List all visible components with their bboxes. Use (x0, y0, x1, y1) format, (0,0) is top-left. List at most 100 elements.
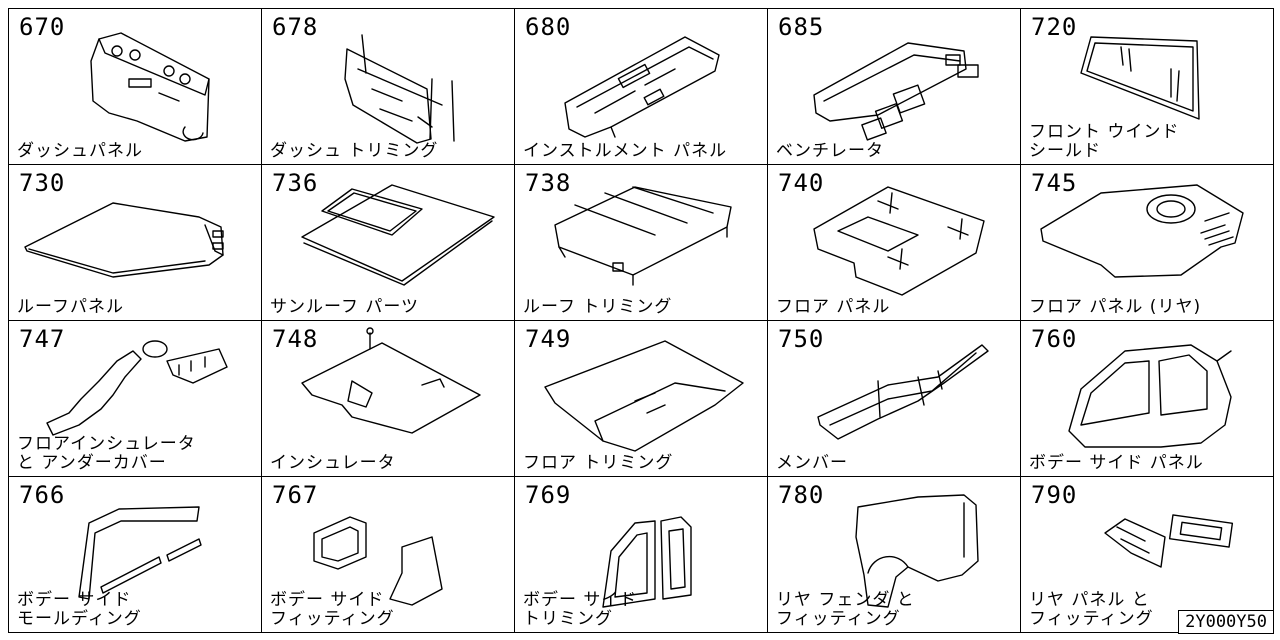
part-cell-769[interactable]: 769 ボデー サイドトリミング (515, 477, 768, 633)
part-label: サンルーフ パーツ (270, 298, 419, 317)
part-label-line: ボデー サイド (270, 590, 385, 610)
part-label-line: フロア パネル (リヤ) (1029, 297, 1202, 317)
part-cell-736[interactable]: 736 サンルーフ パーツ (262, 165, 515, 321)
member-illustration (768, 321, 1020, 476)
part-cell-738[interactable]: 738 ルーフ トリミング (515, 165, 768, 321)
part-label: ルーフ トリミング (523, 298, 672, 317)
roof-panel-illustration (9, 165, 261, 320)
part-cell-720[interactable]: 720 フロント ウインドシールド (1021, 9, 1274, 165)
part-label: ボデー サイドトリミング (523, 591, 637, 629)
part-label-line: フロア パネル (776, 297, 891, 317)
part-cell-767[interactable]: 767 ボデー サイドフィッティング (262, 477, 515, 633)
part-label: フロア パネル (776, 298, 890, 317)
part-code: 738 (525, 169, 572, 197)
part-code: 748 (272, 325, 319, 353)
part-label: ボデー サイドモールディング (17, 591, 142, 629)
windshield-illustration (1021, 9, 1273, 164)
part-label-line: フィッティング (776, 609, 901, 629)
part-label: インストルメント パネル (523, 142, 727, 161)
part-label-line: ダッシュパネル (17, 141, 143, 161)
part-label-line: ボデー サイド (523, 590, 638, 610)
part-code: 747 (19, 325, 66, 353)
part-label-line: リヤ パネル と (1029, 590, 1150, 610)
part-code: 767 (272, 481, 319, 509)
rear-fender-illustration (768, 477, 1020, 632)
part-cell-745[interactable]: 745 フロア パネル (リヤ) (1021, 165, 1274, 321)
dash-trimming-illustration (262, 9, 514, 164)
part-code: 680 (525, 13, 572, 41)
rear-panel-illustration (1021, 477, 1273, 632)
part-label-line: ダッシュ トリミング (270, 141, 439, 161)
part-label: フロアインシュレータと アンダーカバー (17, 435, 196, 473)
part-label: メンバー (776, 454, 848, 473)
part-code: 760 (1031, 325, 1078, 353)
part-cell-749[interactable]: 749 フロア トリミング (515, 321, 768, 477)
part-cell-750[interactable]: 750 メンバー (768, 321, 1021, 477)
part-label-line: ルーフパネル (17, 297, 124, 317)
reference-code: 2Y000Y50 (1178, 610, 1274, 634)
part-code: 720 (1031, 13, 1078, 41)
roof-trimming-illustration (515, 165, 767, 320)
sunroof-illustration (262, 165, 514, 320)
instrument-panel-illustration (515, 9, 767, 164)
part-code: 740 (778, 169, 825, 197)
part-code: 736 (272, 169, 319, 197)
rear-floor-panel-illustration (1021, 165, 1273, 320)
part-cell-678[interactable]: 678 ダッシュ トリミング (262, 9, 515, 165)
part-label-line: メンバー (776, 453, 848, 473)
part-cell-748[interactable]: 748 インシュレータ (262, 321, 515, 477)
part-cell-790[interactable]: 790 リヤ パネル とフィッティング (1021, 477, 1274, 633)
part-code: 769 (525, 481, 572, 509)
body-side-trimming-illustration (515, 477, 767, 632)
part-code: 790 (1031, 481, 1078, 509)
part-code: 685 (778, 13, 825, 41)
part-label-line: と アンダーカバー (17, 453, 167, 473)
part-label-line: シールド (1029, 141, 1101, 161)
part-code: 670 (19, 13, 66, 41)
part-label-line: フロアインシュレータ (17, 434, 196, 454)
part-cell-685[interactable]: 685 ベンチレータ (768, 9, 1021, 165)
floor-panel-illustration (768, 165, 1020, 320)
part-cell-760[interactable]: 760 ボデー サイド パネル (1021, 321, 1274, 477)
floor-trimming-illustration (515, 321, 767, 476)
part-label-line: フロア トリミング (523, 453, 674, 473)
part-cell-730[interactable]: 730 ルーフパネル (9, 165, 262, 321)
part-label: リヤ フェンダ とフィッティング (776, 591, 915, 629)
part-label: リヤ パネル とフィッティング (1029, 591, 1154, 629)
body-side-molding-illustration (9, 477, 261, 632)
part-label-line: サンルーフ パーツ (270, 297, 420, 317)
part-cell-780[interactable]: 780 リヤ フェンダ とフィッティング (768, 477, 1021, 633)
part-code: 750 (778, 325, 825, 353)
part-cell-680[interactable]: 680 インストルメント パネル (515, 9, 768, 165)
part-label-line: リヤ フェンダ と (776, 590, 915, 610)
part-label: フロア パネル (リヤ) (1029, 298, 1201, 317)
part-code: 678 (272, 13, 319, 41)
insulator-illustration (262, 321, 514, 476)
part-label-line: トリミング (523, 609, 613, 629)
part-label: ベンチレータ (776, 142, 884, 161)
part-code: 780 (778, 481, 825, 509)
part-cell-670[interactable]: 670 ダッシュパネル (9, 9, 262, 165)
body-side-panel-illustration (1021, 321, 1273, 476)
part-label-line: フロント ウインド (1029, 122, 1180, 142)
part-label-line: ベンチレータ (776, 141, 884, 161)
part-code: 745 (1031, 169, 1078, 197)
part-label: ボデー サイド パネル (1029, 454, 1204, 473)
part-label-line: フィッティング (1029, 609, 1154, 629)
part-code: 766 (19, 481, 66, 509)
part-label: ダッシュ トリミング (270, 142, 438, 161)
part-cell-740[interactable]: 740 フロア パネル (768, 165, 1021, 321)
ventilator-illustration (768, 9, 1020, 164)
part-cell-747[interactable]: 747 フロアインシュレータと アンダーカバー (9, 321, 262, 477)
part-cell-766[interactable]: 766 ボデー サイドモールディング (9, 477, 262, 633)
part-label: フロント ウインドシールド (1029, 123, 1179, 161)
part-code: 730 (19, 169, 66, 197)
part-label: インシュレータ (270, 454, 396, 473)
part-code: 749 (525, 325, 572, 353)
part-label-line: ボデー サイド パネル (1029, 453, 1204, 473)
part-label-line: フィッティング (270, 609, 395, 629)
part-label-line: インシュレータ (270, 453, 396, 473)
floor-insulator-illustration (9, 321, 261, 476)
part-label: ルーフパネル (17, 298, 124, 317)
